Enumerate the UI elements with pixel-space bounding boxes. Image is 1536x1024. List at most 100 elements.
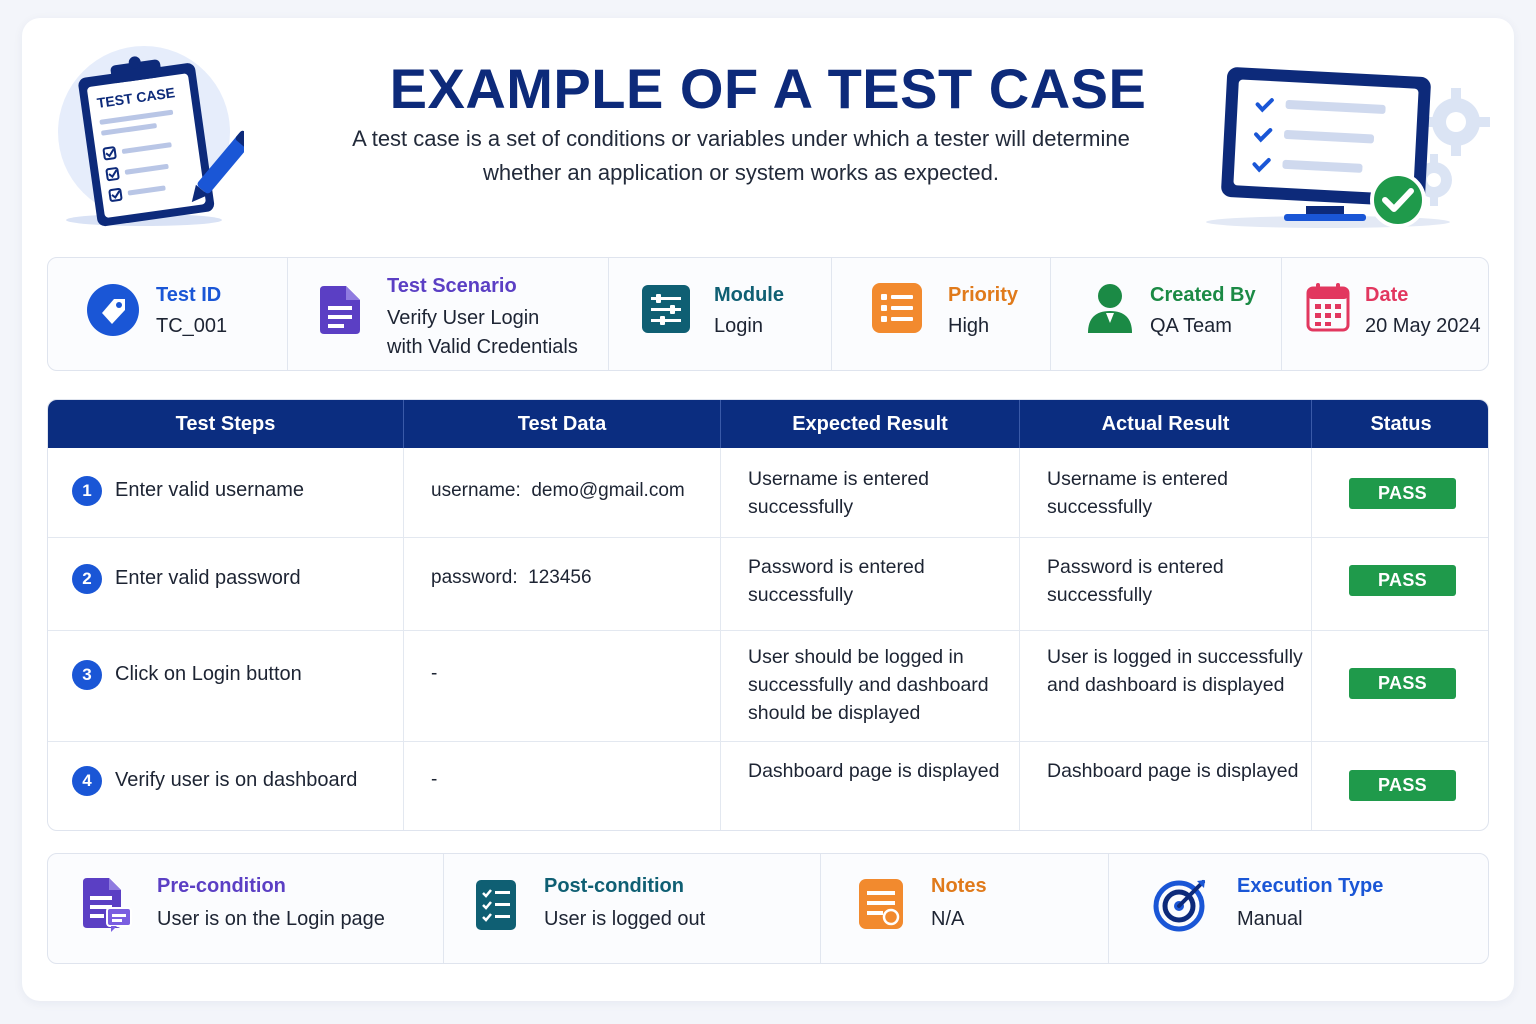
info-label: Date — [1365, 284, 1409, 306]
expected-result-text: User should be logged in successfully an… — [748, 646, 989, 724]
footer-execution-type: Execution Type Manual — [1108, 854, 1488, 963]
table-row: 4 Verify user is on dashboard - Dashboar… — [48, 741, 1488, 830]
step-text: Verify user is on dashboard — [115, 769, 358, 791]
info-label: Test Scenario — [387, 275, 517, 297]
footer-notes: Notes N/A — [820, 854, 1108, 963]
info-label: Created By — [1150, 284, 1256, 306]
table-header: Test Steps Test Data Expected Result Act… — [48, 400, 1488, 448]
list-icon — [872, 283, 922, 333]
step-number-badge: 2 — [72, 564, 102, 594]
cell-actual: User is logged in successfully and dashb… — [1019, 631, 1311, 741]
cell-actual: Dashboard page is displayed — [1019, 742, 1311, 830]
footer-precondition: Pre-condition User is on the Login page — [48, 854, 443, 963]
status-badge: PASS — [1349, 565, 1456, 596]
info-created-by: Created By QA Team — [1050, 258, 1281, 370]
calendar-icon — [1306, 283, 1350, 332]
info-test-scenario: Test Scenario Verify User Login with Val… — [287, 258, 608, 370]
actual-result-text: Dashboard page is displayed — [1047, 760, 1299, 782]
step-text: Enter valid password — [115, 567, 301, 589]
footer-value: Manual — [1237, 908, 1303, 930]
cell-step: 3 Click on Login button — [48, 631, 403, 741]
sliders-icon — [642, 285, 690, 333]
step-text: Enter valid username — [115, 479, 304, 501]
cell-test-data: password: 123456 — [403, 538, 720, 630]
actual-result-text: Username is entered successfully — [1047, 468, 1229, 518]
actual-result-text: Password is entered successfully — [1047, 556, 1224, 606]
actual-result-text: User is logged in successfully and dashb… — [1047, 646, 1303, 696]
cell-expected: Username is entered successfully — [720, 448, 1019, 537]
tag-icon — [87, 284, 139, 336]
expected-result-text: Password is entered successfully — [748, 556, 925, 606]
cell-actual: Username is entered successfully — [1019, 448, 1311, 537]
table-row: 2 Enter valid password password: 123456 … — [48, 537, 1488, 630]
info-label: Test ID — [156, 284, 222, 306]
column-header-actual-result: Actual Result — [1019, 400, 1311, 448]
footer-label: Execution Type — [1237, 875, 1384, 897]
target-icon — [1153, 880, 1205, 932]
cell-status: PASS — [1311, 448, 1488, 537]
step-text: Click on Login button — [115, 663, 302, 685]
expected-result-text: Username is entered successfully — [748, 468, 930, 518]
status-badge: PASS — [1349, 478, 1456, 509]
info-priority: Priority High — [831, 258, 1050, 370]
page-subtitle: A test case is a set of conditions or va… — [352, 126, 1130, 185]
footer-postcondition: Post-condition User is logged out — [443, 854, 820, 963]
page-title: EXAMPLE OF A TEST CASE — [389, 57, 1147, 120]
clipboard-illustration: TEST CASE — [44, 40, 254, 230]
checklist-icon — [476, 880, 516, 930]
cell-expected: Dashboard page is displayed — [720, 742, 1019, 830]
test-data-text: password: 123456 — [431, 567, 592, 588]
cell-status: PASS — [1311, 631, 1488, 741]
info-value: High — [948, 315, 990, 337]
footer-value: N/A — [931, 908, 965, 930]
test-info-strip: Test ID TC_001 Test Scenario Verify User… — [47, 257, 1489, 371]
footer-label: Notes — [931, 875, 987, 897]
precondition-icon — [83, 878, 132, 932]
info-date: Date 20 May 2024 — [1281, 258, 1488, 370]
user-icon — [1088, 284, 1132, 333]
test-data-text: - — [431, 663, 438, 684]
info-value: Login — [714, 315, 763, 337]
expected-result-text: Dashboard page is displayed — [748, 760, 1000, 782]
info-value: 20 May 2024 — [1365, 315, 1481, 337]
table-row: 3 Click on Login button - User should be… — [48, 630, 1488, 741]
footer-value: User is logged out — [544, 908, 706, 930]
cell-step: 1 Enter valid username — [48, 448, 403, 537]
document-icon — [320, 286, 360, 334]
test-conditions-strip: Pre-condition User is on the Login page … — [47, 853, 1489, 964]
cell-expected: User should be logged in successfully an… — [720, 631, 1019, 741]
info-label: Priority — [948, 284, 1019, 306]
test-data-text: - — [431, 769, 438, 790]
column-header-test-steps: Test Steps — [175, 413, 276, 435]
column-header-status: Status — [1311, 400, 1488, 448]
cell-test-data: - — [403, 742, 720, 830]
step-number-badge: 4 — [72, 766, 102, 796]
footer-value: User is on the Login page — [157, 908, 385, 930]
cell-step: 2 Enter valid password — [48, 538, 403, 630]
info-value: TC_001 — [156, 315, 228, 337]
step-number-badge: 3 — [72, 660, 102, 690]
footer-label: Post-condition — [544, 875, 684, 897]
cell-test-data: - — [403, 631, 720, 741]
footer-label: Pre-condition — [157, 875, 286, 897]
column-header-expected-result: Expected Result — [720, 400, 1019, 448]
monitor-illustration — [1198, 58, 1498, 233]
info-value-line-2: with Valid Credentials — [387, 336, 578, 358]
status-badge: PASS — [1349, 668, 1456, 699]
table-row: 1 Enter valid username username: demo@gm… — [48, 448, 1488, 537]
cell-status: PASS — [1311, 742, 1488, 830]
info-test-id: Test ID TC_001 — [48, 258, 287, 370]
cell-expected: Password is entered successfully — [720, 538, 1019, 630]
cell-actual: Password is entered successfully — [1019, 538, 1311, 630]
test-data-text: username: demo@gmail.com — [431, 480, 685, 501]
info-label: Module — [714, 284, 784, 306]
notes-icon — [859, 879, 903, 929]
step-number-badge: 1 — [72, 476, 102, 506]
info-value: Verify User Login — [387, 307, 540, 329]
column-header-test-data: Test Data — [403, 400, 720, 448]
test-steps-table: Test Steps Test Data Expected Result Act… — [47, 399, 1489, 831]
status-badge: PASS — [1349, 770, 1456, 801]
info-value: QA Team — [1150, 315, 1232, 337]
cell-test-data: username: demo@gmail.com — [403, 448, 720, 537]
info-module: Module Login — [608, 258, 831, 370]
